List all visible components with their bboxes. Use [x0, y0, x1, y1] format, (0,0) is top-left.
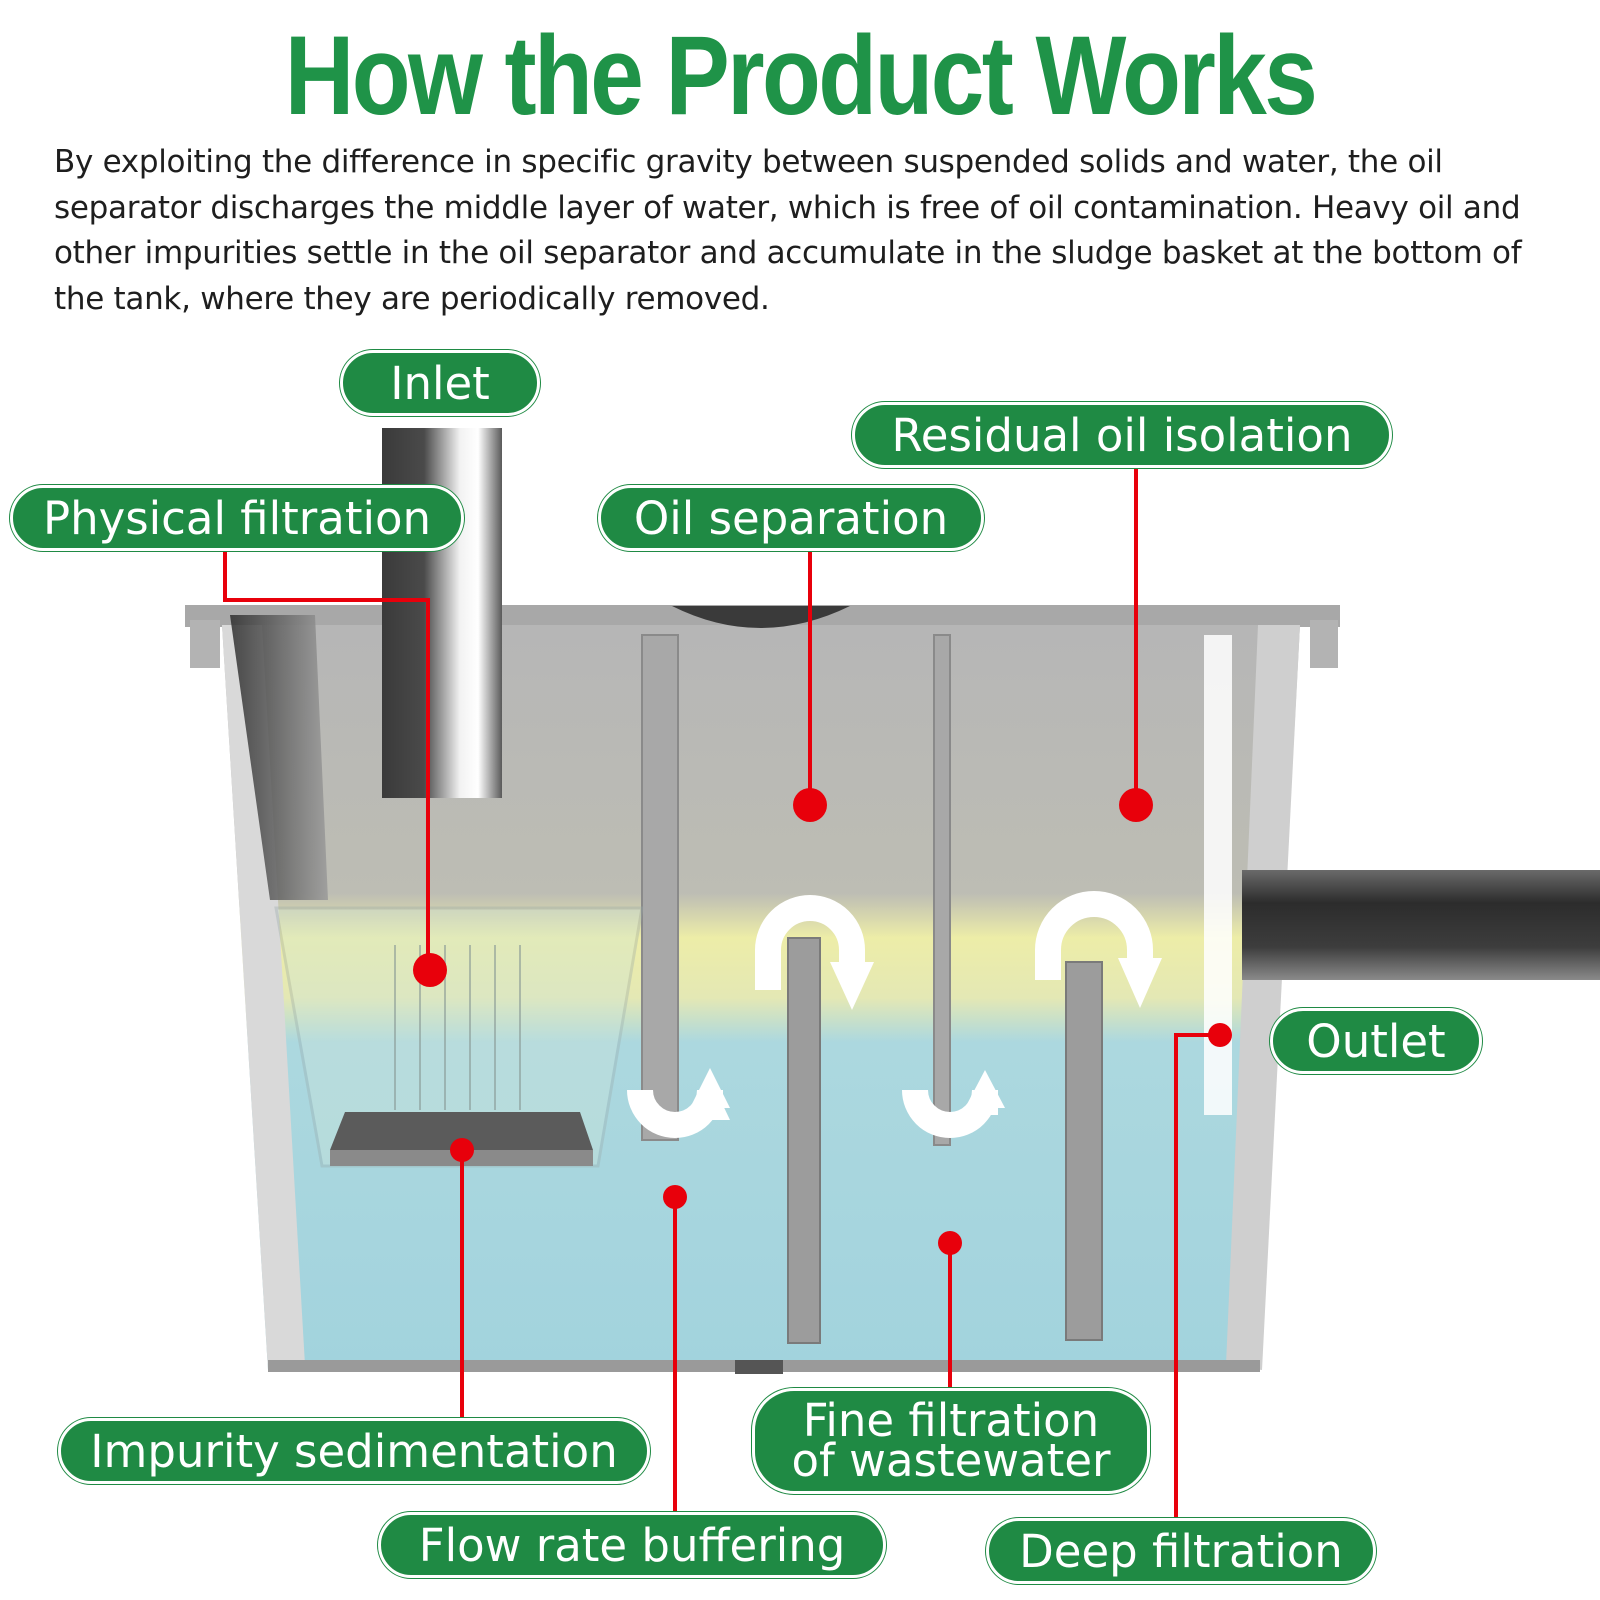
deep-filtration-label: Deep filtration — [986, 1518, 1376, 1584]
fine-filtration-line2: of wastewater — [791, 1434, 1111, 1487]
leader-lines — [223, 466, 1220, 1520]
oil-separation-label: Oil separation — [598, 485, 984, 551]
fine-filtration-line1: Fine filtration — [802, 1394, 1100, 1447]
outlet-label: Outlet — [1270, 1008, 1482, 1074]
residual-oil-isolation-label: Residual oil isolation — [852, 402, 1392, 468]
outlet-pipe — [1242, 870, 1600, 980]
baffles — [641, 634, 1232, 1344]
description-paragraph: By exploiting the difference in specific… — [54, 144, 1522, 317]
leader-dots — [413, 788, 1232, 1255]
flow-rate-buffering-label: Flow rate buffering — [378, 1512, 886, 1578]
flow-arrowheads — [690, 958, 1162, 1120]
page-title: How the Product Works — [284, 13, 1318, 138]
inlet-pipe — [382, 428, 502, 798]
impurity-sedimentation-label: Impurity sedimentation — [58, 1418, 650, 1484]
tank — [185, 605, 1340, 1374]
fine-filtration-label: Fine filtration of wastewater — [752, 1388, 1150, 1494]
inlet-label: Inlet — [340, 350, 540, 416]
physical-filtration-label: Physical filtration — [10, 485, 464, 551]
filter-basket — [274, 906, 644, 1168]
